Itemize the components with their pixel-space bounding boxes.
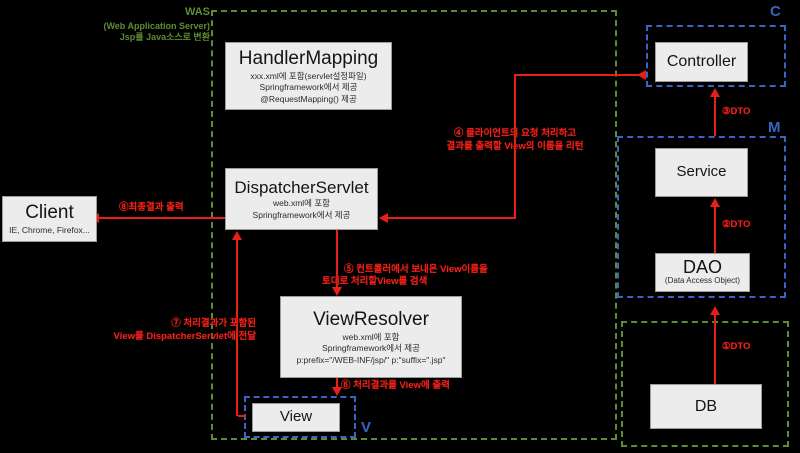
arrow-step6-line [336,378,338,387]
node-client: Client IE, Chrome, Firefox... [2,196,97,242]
dispatcher-servlet-desc1: web.xml에 포함 [273,198,330,209]
node-view-resolver: ViewResolver web.xml에 포함 Springframework… [280,296,462,378]
label-step5-line2: 토대로 처리할View를 검색 [322,276,428,287]
client-title: Client [25,202,74,224]
controller-title: Controller [666,53,737,70]
label-step4-line2: 결과를 출력할 View의 이름을 리턴 [446,141,584,152]
node-db: DB [650,384,762,429]
was-label: WAS (Web Application Server) Jsp를 Java소스… [18,1,210,44]
dao-desc: (Data Access Object) [664,276,741,286]
arrow-step6-head [332,387,342,396]
label-dto3: ③DTO [722,106,751,117]
model-frame [617,136,786,298]
arrow-step4-head-start [637,70,646,80]
label-step7-line1: ⑦ 처리결과가 포함된 [171,318,256,329]
dispatcher-servlet-title: DispatcherServlet [234,177,369,197]
label-step7: ⑦ 처리결과가 포함된 View를 DispatcherServlet에 전달 [100,317,256,343]
node-service: Service [655,148,748,197]
view-resolver-title: ViewResolver [313,308,429,330]
arrow-dto2-line [714,207,716,253]
node-dao: DAO (Data Access Object) [655,253,750,292]
label-step4-line1: ④ 클라이언트의 요청 처리하고 [453,128,577,139]
arrow-dto1-line [714,315,716,385]
view-title: View [279,408,313,426]
label-step7-line2: View를 DispatcherServlet에 전달 [113,331,256,342]
label-step8: ⑧최종결과 출력 [119,202,184,213]
mvc-v-label: V [361,419,372,436]
label-step5-line1: ⑤ 컨트롤러에서 보내온 View이름을 [344,264,488,275]
arrow-dto1-head [710,306,720,315]
view-frame [244,396,356,438]
was-note: Jsp를 Java소스로 변환 [119,32,210,43]
arrow-step7-head [232,231,242,240]
view-resolver-desc2: Springframework에서 제공 [322,343,420,354]
client-desc: IE, Chrome, Firefox... [9,225,90,236]
was-subtitle: (Web Application Server) [103,21,210,31]
label-step4: ④ 클라이언트의 요청 처리하고 결과를 출력할 View의 이름을 리턴 [436,127,594,153]
was-frame [211,10,617,440]
db-area-frame [621,321,789,447]
arrow-step4-line-vertical [514,74,516,219]
mvc-m-label: M [768,119,781,136]
db-title: DB [694,397,718,415]
service-title: Service [676,163,727,181]
node-view: View [252,403,340,432]
label-step6: ⑥ 처리결과를 View에 출력 [341,380,450,391]
label-dto1: ①DTO [722,341,751,352]
dao-title: DAO [682,257,722,278]
arrow-step5-line [336,230,338,287]
view-resolver-desc3: p:prefix="/WEB-INF/jsp/" p:"suffix=".jsp… [296,354,446,365]
handler-mapping-desc3: @RequestMapping() 제공 [260,93,357,104]
handler-mapping-desc1: xxx.xml에 포함(servlet설정파일) [250,70,367,81]
arrow-step7-line [236,240,238,416]
arrow-dto3-line [714,97,716,136]
arrow-step7-stub [238,415,246,417]
view-resolver-desc1: web.xml에 포함 [342,331,400,342]
arrow-step4-line-top [516,74,646,76]
was-title: WAS [184,6,210,18]
arrow-step4-line-bottom [388,217,516,219]
handler-mapping-desc2: Springframework에서 제공 [259,82,358,93]
arrow-step8-line [99,217,225,219]
node-handler-mapping: HandlerMapping xxx.xml에 포함(servlet설정파일) … [225,42,392,110]
controller-frame [646,25,786,87]
arrow-dto2-head [710,198,720,207]
handler-mapping-title: HandlerMapping [238,47,379,69]
arrow-step4-head-end [379,213,388,223]
label-dto2: ②DTO [722,219,751,230]
arrow-step5-head [332,287,342,296]
node-dispatcher-servlet: DispatcherServlet web.xml에 포함 Springfram… [225,168,378,230]
dispatcher-servlet-desc2: Springframework에서 제공 [252,209,351,220]
node-controller: Controller [655,42,748,82]
arrow-dto3-head [710,88,720,97]
mvc-c-label: C [770,3,781,20]
